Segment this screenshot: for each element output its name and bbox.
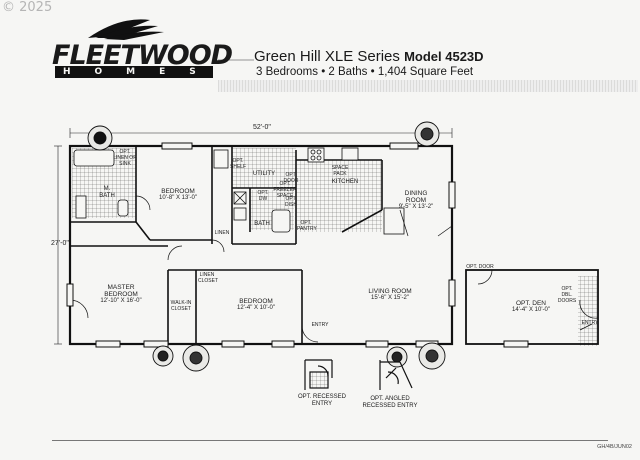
exterior-walls bbox=[68, 144, 454, 346]
note-space-pack: SPACE PACK bbox=[331, 165, 349, 177]
caption-recessed-entry: OPT. RECESSED ENTRY bbox=[298, 394, 347, 407]
note-opt-pantry: OPT. PANTRY bbox=[297, 220, 317, 232]
note-opt-shelf: OPT. SHELF bbox=[230, 158, 247, 170]
overall-width: 52'-0" bbox=[253, 124, 271, 131]
bedroom-1-size: 10'-8" X 13'-0" bbox=[159, 195, 197, 201]
table-icon bbox=[383, 207, 405, 235]
logo-wing-icon bbox=[88, 19, 164, 40]
tile-floors bbox=[72, 148, 598, 346]
label-utility: UTILITY bbox=[252, 171, 276, 177]
door-swings bbox=[69, 195, 453, 343]
brand-sub: HOMES bbox=[63, 67, 220, 77]
room-bedroom-2: BEDROOM 12'-4" X 10'-0" bbox=[228, 298, 284, 312]
note-den-entry: ENTRY bbox=[581, 320, 599, 326]
model-number: Model 4523D bbox=[404, 49, 484, 64]
shrubs bbox=[87, 121, 446, 372]
dining-size: 9'-5" X 13'-2" bbox=[398, 204, 434, 210]
note-opt-dbl-doors: OPT. DBL. DOORS bbox=[557, 286, 577, 304]
scan-band bbox=[218, 80, 638, 92]
range-icon bbox=[307, 147, 325, 163]
bedroom-1-name: BEDROOM bbox=[161, 188, 195, 195]
footer-rule bbox=[52, 440, 608, 441]
room-dining: DINING ROOM 9'-5" X 13'-2" bbox=[394, 190, 438, 211]
note-den-door: OPT. DOOR bbox=[466, 264, 494, 270]
home-specs: 3 Bedrooms • 2 Baths • 1,404 Square Feet bbox=[256, 66, 474, 78]
dryer-icon bbox=[233, 207, 247, 221]
den-name: OPT. DEN bbox=[516, 300, 546, 307]
living-name: LIVING ROOM bbox=[368, 288, 412, 295]
plan-code: GH/4B/JUN02 bbox=[597, 444, 632, 450]
note-opt-door: OPT. DOOR bbox=[283, 172, 299, 184]
tub-icon bbox=[271, 209, 291, 233]
bedroom-2-size: 12'-4" X 10'-0" bbox=[237, 305, 275, 311]
angled-entry-detail bbox=[379, 360, 413, 390]
label-bath: BATH bbox=[254, 221, 270, 227]
series-title: Green Hill XLE Series Model 4523D bbox=[254, 48, 484, 65]
note-walk-in: WALK-IN CLOSET bbox=[170, 300, 192, 312]
bathtub-icon bbox=[73, 149, 115, 167]
dining-name: DINING ROOM bbox=[404, 190, 428, 204]
note-opt-freezer: OPT. FREEZER SPACE bbox=[273, 181, 297, 199]
note-opt-dish: OPT. DISH bbox=[285, 196, 297, 208]
room-den: OPT. DEN 14'-4" X 10'-0" bbox=[502, 300, 560, 314]
caption-angled-entry: OPT. ANGLED RECESSED ENTRY bbox=[362, 396, 418, 409]
brand-logo: FLEETWOOD bbox=[52, 40, 233, 71]
sink-icon bbox=[341, 147, 359, 161]
closet-shelf-icon bbox=[213, 149, 229, 169]
label-master-bath: M. BATH bbox=[99, 186, 115, 199]
living-size: 15'-6" X 15'-2" bbox=[371, 295, 409, 301]
series-name: Green Hill XLE Series bbox=[254, 48, 400, 65]
room-bedroom-1: BEDROOM 10'-8" X 13'-0" bbox=[150, 188, 206, 202]
den-size: 14'-4" X 10'-0" bbox=[512, 307, 550, 313]
master-size: 12'-10" X 16'-0" bbox=[100, 298, 142, 304]
note-linen: LINEN bbox=[214, 230, 230, 236]
recessed-entry-detail bbox=[304, 359, 333, 390]
bedroom-2-name: BEDROOM bbox=[239, 298, 273, 305]
note-opt-linen: OPT. LINEN OR SINK bbox=[113, 149, 137, 167]
vanity-icon bbox=[75, 195, 87, 219]
note-entry: ENTRY bbox=[311, 322, 329, 328]
fixtures bbox=[73, 147, 405, 235]
toilet-icon bbox=[117, 199, 129, 217]
watermark: © 2025 bbox=[2, 0, 53, 15]
opt-den-walls bbox=[465, 269, 599, 345]
note-opt-dw: OPT. DW bbox=[257, 190, 269, 202]
room-master-bedroom: MASTER BEDROOM 12'-10" X 16'-0" bbox=[96, 284, 146, 305]
interior-walls bbox=[70, 146, 383, 344]
dimension-lines bbox=[54, 128, 453, 345]
brand-homes-bar: HOMES bbox=[55, 66, 213, 78]
overall-depth: 27'-0" bbox=[51, 240, 69, 247]
room-living: LIVING ROOM 15'-6" X 15'-2" bbox=[364, 288, 416, 302]
master-name: MASTER BEDROOM bbox=[104, 284, 138, 298]
note-linen-closet: LINEN CLOSET bbox=[198, 272, 219, 284]
label-kitchen: KITCHEN bbox=[331, 179, 359, 185]
